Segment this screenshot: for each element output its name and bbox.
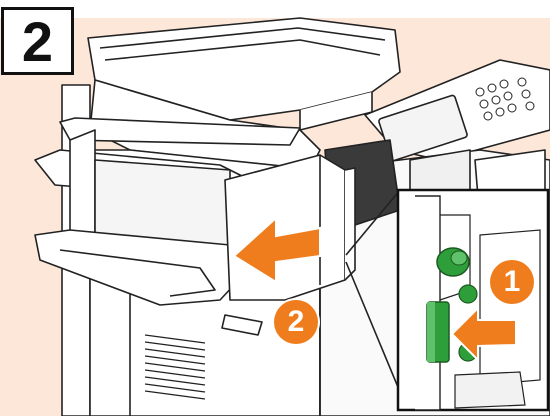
callout-badge-1: 1 (490, 260, 534, 304)
step-number: 2 (22, 9, 53, 74)
green-knob-icon (437, 248, 469, 276)
callout-number: 1 (504, 265, 521, 299)
step-number-box: 2 (1, 7, 74, 75)
finisher-unit (225, 155, 345, 300)
callout-number: 2 (288, 305, 305, 339)
detail-inset (398, 190, 548, 410)
callout-badge-2: 2 (274, 300, 318, 344)
